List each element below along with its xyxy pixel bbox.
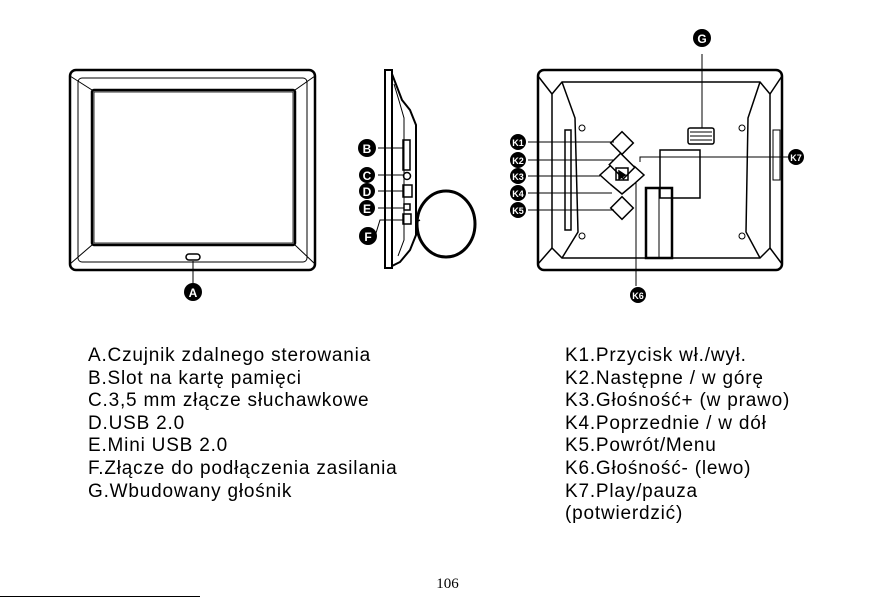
legend-item-k5: K5.Powrót/Menu [565,435,717,457]
svg-text:K5: K5 [512,206,524,216]
legend-item-b: B.Slot na kartę pamięci [88,367,302,389]
svg-text:K6: K6 [632,291,644,301]
legend-item-c: C.3,5 mm złącze słuchawkowe [88,390,370,412]
label-a: A [184,283,202,301]
label-g: G [693,29,711,47]
legend-ports: A.Czujnik zdalnego sterowania B.Slot na … [88,345,397,503]
label-k2: K2 [510,152,526,168]
front-view [68,68,317,283]
legend-item-k7: K7.Play/pauza [565,480,698,502]
mini-usb-port [403,203,411,211]
label-f: F [359,227,377,245]
label-k1: K1 [510,134,526,150]
svg-text:K4: K4 [512,189,524,199]
page-number: 106 [436,576,459,592]
label-k3: K3 [510,168,526,184]
remote-sensor [185,253,201,261]
legend-item-a: A.Czujnik zdalnego sterowania [88,345,372,366]
legend-item-k3: K3.Głośność+ (w prawo) [565,390,791,412]
back-view [528,54,788,286]
svg-text:K7: K7 [790,153,802,163]
svg-text:B: B [363,142,372,156]
svg-text:A: A [189,286,198,300]
footer-rule [0,596,200,597]
stand-ring [415,189,477,259]
label-b: B [358,139,376,157]
svg-text:D: D [363,185,372,199]
legend-item-g: G.Wbudowany głośnik [88,480,293,502]
label-k7: K7 [788,149,804,165]
label-e: E [359,200,375,216]
headphone-jack [402,171,412,181]
svg-text:F: F [364,230,371,244]
power-connector [402,213,412,225]
legend-item-k4: K4.Poprzednie / w dół [565,412,767,434]
legend-item-d: D.USB 2.0 [88,412,185,434]
label-c: C [359,167,375,183]
legend-item-k1: K1.Przycisk wł./wył. [565,345,747,366]
label-k4: K4 [510,185,526,201]
legend-item-f: F.Złącze do podłączenia zasilania [88,457,398,479]
svg-text:K3: K3 [512,172,524,182]
svg-text:G: G [697,32,706,46]
legend-item-k2: K2.Następne / w górę [565,367,764,389]
svg-text:K2: K2 [512,156,524,166]
svg-text:C: C [363,169,372,183]
legend-item-k6: K6.Głośność- (lewo) [565,457,752,479]
legend-buttons: K1.Przycisk wł./wył. K2.Następne / w gór… [565,345,790,526]
label-d: D [359,183,375,199]
device-diagram: A B C D E F G K1 K2 K3 K4 K5 K6 K7 [68,29,804,303]
callout-labels: A B C D E F G K1 K2 K3 K4 K5 K6 K7 [184,29,804,303]
label-k6: K6 [630,287,646,303]
legend-item-k7-continued: (potwierdzić) [565,503,684,525]
speaker-grille[interactable] [687,127,715,145]
side-view [375,69,477,269]
control-buttons [598,130,646,221]
svg-text:K1: K1 [512,138,524,148]
card-slot [402,139,411,171]
label-k5: K5 [510,202,526,218]
legend-item-e: E.Mini USB 2.0 [88,435,229,457]
svg-text:E: E [363,202,371,216]
